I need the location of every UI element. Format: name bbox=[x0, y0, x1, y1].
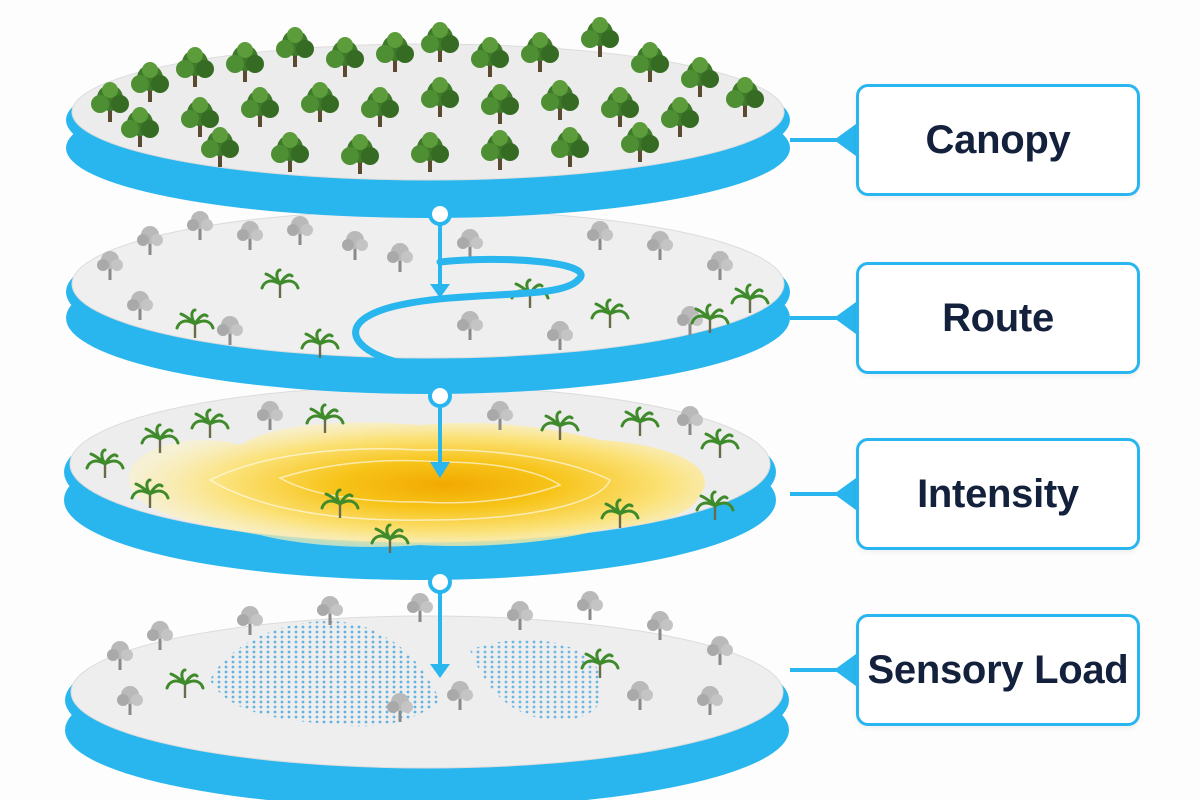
arrow-down-icon bbox=[430, 284, 450, 298]
connector-node-icon bbox=[428, 570, 452, 594]
route-label-pointer bbox=[834, 302, 856, 334]
canopy-label-stem bbox=[790, 138, 838, 142]
label-canopy: Canopy bbox=[856, 84, 1140, 196]
label-sensory-load: Sensory Load bbox=[856, 614, 1140, 726]
label-route: Route bbox=[856, 262, 1140, 374]
arrow-down-icon bbox=[430, 664, 450, 678]
arrow-down-icon bbox=[430, 462, 450, 478]
sensory-load-label-stem bbox=[790, 668, 838, 672]
canopy-label-pointer bbox=[834, 124, 856, 156]
sensory-zone-right bbox=[470, 639, 603, 720]
connector-node-icon bbox=[428, 202, 452, 226]
layer-connector bbox=[428, 202, 452, 678]
intensity-heat-zone bbox=[129, 422, 706, 547]
route-path bbox=[352, 255, 585, 399]
layer-sensory-load bbox=[65, 591, 789, 800]
label-intensity: Intensity bbox=[856, 438, 1140, 550]
sensory-zone-left bbox=[210, 621, 440, 727]
intensity-label-pointer bbox=[834, 478, 856, 510]
layer-route bbox=[66, 209, 790, 399]
sensory-load-label-pointer bbox=[834, 654, 856, 686]
layer-intensity bbox=[64, 385, 776, 580]
intensity-label-stem bbox=[790, 492, 838, 496]
layer-canopy bbox=[66, 17, 790, 218]
route-label-stem bbox=[790, 316, 838, 320]
connector-node-icon bbox=[428, 384, 452, 408]
